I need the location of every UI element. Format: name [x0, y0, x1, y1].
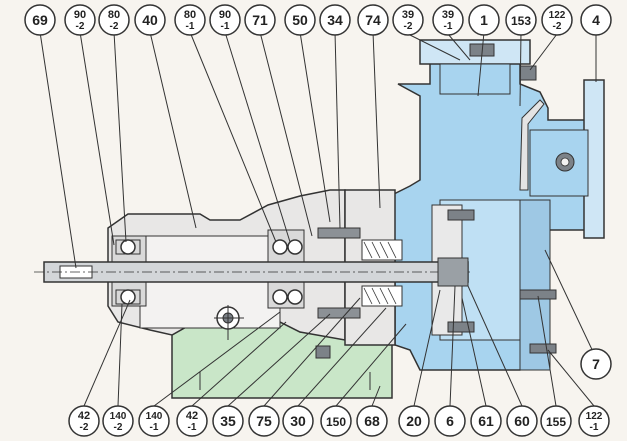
oil-level-indicator — [214, 305, 244, 340]
callout-39-2: 39 -2 — [392, 4, 424, 36]
svg-text:75: 75 — [256, 413, 272, 429]
svg-text:-1: -1 — [444, 21, 453, 32]
svg-text:-2: -2 — [553, 21, 562, 32]
callout-68: 68 — [356, 405, 388, 437]
callout-61: 61 — [470, 405, 502, 437]
svg-text:20: 20 — [406, 413, 422, 429]
svg-text:35: 35 — [220, 413, 236, 429]
casing-bolts — [315, 43, 557, 359]
svg-text:150: 150 — [326, 415, 346, 429]
pump-shaft — [34, 257, 470, 287]
svg-text:153: 153 — [511, 14, 531, 28]
svg-text:90: 90 — [219, 9, 231, 21]
svg-text:-1: -1 — [590, 422, 599, 433]
rear-bearing — [272, 239, 303, 305]
callout-155: 155 — [540, 405, 572, 437]
callout-90-2: 90 -2 — [64, 4, 96, 36]
callout-122-1: 122 -1 — [578, 405, 610, 437]
callout-69: 69 — [24, 4, 56, 36]
svg-text:140: 140 — [110, 411, 127, 422]
svg-text:4: 4 — [592, 12, 600, 28]
svg-text:155: 155 — [546, 415, 566, 429]
svg-text:68: 68 — [364, 413, 380, 429]
svg-text:74: 74 — [365, 12, 381, 28]
svg-text:-2: -2 — [76, 21, 85, 32]
svg-text:50: 50 — [292, 12, 308, 28]
callout-4: 4 — [580, 4, 612, 36]
callout-20: 20 — [398, 405, 430, 437]
svg-text:42: 42 — [186, 410, 198, 422]
callout-6: 6 — [434, 405, 466, 437]
svg-text:69: 69 — [32, 12, 48, 28]
svg-text:140: 140 — [146, 411, 163, 422]
svg-text:90: 90 — [74, 9, 86, 21]
pump-casing — [387, 39, 605, 371]
callout-122-2: 122 -2 — [541, 4, 573, 36]
svg-text:-2: -2 — [404, 21, 413, 32]
leader-lines — [39, 31, 597, 407]
svg-text:-1: -1 — [221, 21, 230, 32]
callout-35: 35 — [212, 405, 244, 437]
callout-153: 153 — [505, 4, 537, 36]
svg-text:42: 42 — [78, 410, 90, 422]
svg-text:-1: -1 — [188, 422, 197, 433]
svg-text:39: 39 — [442, 9, 454, 21]
svg-text:-1: -1 — [186, 21, 195, 32]
seal-housing — [317, 189, 403, 346]
callout-34: 34 — [319, 4, 351, 36]
svg-text:7: 7 — [592, 356, 600, 372]
svg-text:71: 71 — [252, 12, 268, 28]
svg-text:61: 61 — [478, 413, 494, 429]
callout-80-2: 80 -2 — [98, 4, 130, 36]
callout-60: 60 — [506, 405, 538, 437]
callout-140-2: 140 -2 — [102, 405, 134, 437]
svg-text:122: 122 — [586, 411, 603, 422]
svg-text:60: 60 — [514, 413, 530, 429]
callout-42-2: 42 -2 — [68, 405, 100, 437]
callout-30: 30 — [282, 405, 314, 437]
callout-1: 1 — [468, 4, 500, 36]
callout-150: 150 — [320, 405, 352, 437]
callout-39-1: 39 -1 — [432, 4, 464, 36]
callout-7: 7 — [580, 348, 612, 380]
callout-71: 71 — [244, 4, 276, 36]
callout-50: 50 — [284, 4, 316, 36]
svg-text:-2: -2 — [110, 21, 119, 32]
svg-text:-2: -2 — [80, 422, 89, 433]
svg-text:80: 80 — [184, 9, 196, 21]
svg-text:80: 80 — [108, 9, 120, 21]
svg-text:40: 40 — [142, 12, 158, 28]
callout-75: 75 — [248, 405, 280, 437]
svg-text:30: 30 — [290, 413, 306, 429]
svg-text:34: 34 — [327, 12, 343, 28]
svg-text:122: 122 — [549, 10, 566, 21]
oil-sump — [171, 321, 393, 399]
callout-40: 40 — [134, 4, 166, 36]
svg-text:39: 39 — [402, 9, 414, 21]
callout-74: 74 — [357, 4, 389, 36]
svg-text:6: 6 — [446, 413, 454, 429]
svg-text:1: 1 — [480, 12, 488, 28]
callout-42-1: 42 -1 — [176, 405, 208, 437]
svg-text:-2: -2 — [114, 422, 123, 433]
callout-90-1: 90 -1 — [209, 4, 241, 36]
callout-80-1: 80 -1 — [174, 4, 206, 36]
svg-text:-1: -1 — [150, 422, 159, 433]
callout-140-1: 140 -1 — [138, 405, 170, 437]
